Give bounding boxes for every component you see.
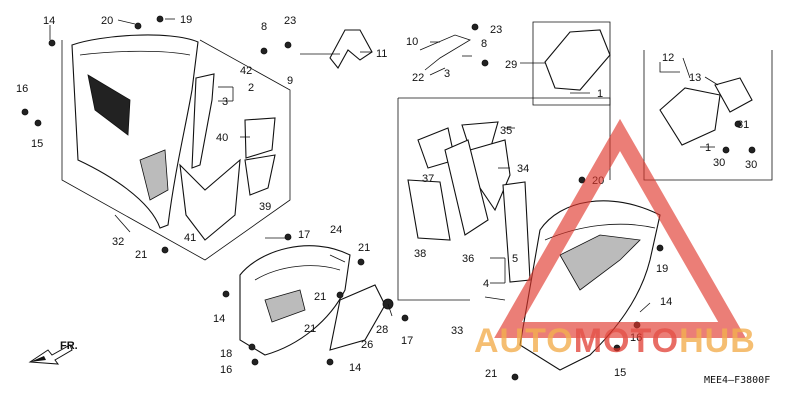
inner-fairing-left[interactable] bbox=[71, 34, 199, 229]
callout-c3a: 3 bbox=[222, 96, 228, 108]
panel-36[interactable] bbox=[444, 139, 489, 236]
callout-c8b: 8 bbox=[481, 38, 487, 50]
boundary-lines bbox=[61, 21, 773, 301]
callout-c22: 22 bbox=[412, 72, 424, 84]
callout-c2: 2 bbox=[248, 82, 254, 94]
front-direction-arrow: FR. bbox=[28, 340, 78, 365]
duct-cover-29[interactable] bbox=[544, 29, 611, 91]
callout-c8a: 8 bbox=[261, 21, 267, 33]
duct-cover-12[interactable] bbox=[659, 87, 721, 146]
callout-c21b: 21 bbox=[358, 242, 370, 254]
callout-c14a: 14 bbox=[43, 15, 55, 27]
callout-c28: 28 bbox=[376, 324, 388, 336]
panel-38[interactable] bbox=[407, 179, 451, 241]
callout-c23b: 23 bbox=[490, 24, 502, 36]
callout-c20a: 20 bbox=[101, 15, 113, 27]
panel-41[interactable] bbox=[179, 158, 241, 241]
callout-c17a: 17 bbox=[298, 229, 310, 241]
callout-c30b: 30 bbox=[745, 159, 757, 171]
callout-c1a: 1 bbox=[597, 88, 603, 100]
small-fairing-panel-3[interactable] bbox=[191, 73, 215, 169]
callout-c31: 31 bbox=[737, 119, 749, 131]
leader-lines bbox=[49, 18, 719, 317]
callout-c21e: 21 bbox=[485, 368, 497, 380]
bracket-11[interactable] bbox=[329, 29, 373, 69]
callout-c16a: 16 bbox=[16, 83, 28, 95]
callout-c21c: 21 bbox=[314, 291, 326, 303]
callout-c9: 9 bbox=[287, 75, 293, 87]
callout-c37: 37 bbox=[422, 173, 434, 185]
callout-c36: 36 bbox=[462, 253, 474, 265]
watermark-triangle bbox=[494, 118, 746, 338]
callout-c13: 13 bbox=[689, 72, 701, 84]
callout-c10: 10 bbox=[406, 36, 418, 48]
under-cowl[interactable] bbox=[239, 245, 351, 356]
callout-c1b: 1 bbox=[705, 142, 711, 154]
callout-c23a: 23 bbox=[284, 15, 296, 27]
svg-text:AUTOMOTOHUB: AUTOMOTOHUB bbox=[474, 322, 756, 360]
panel-39[interactable] bbox=[244, 154, 276, 196]
callout-c5: 5 bbox=[512, 253, 518, 265]
callout-c19b: 19 bbox=[656, 263, 668, 275]
callout-c18: 18 bbox=[220, 348, 232, 360]
callout-c29: 29 bbox=[505, 59, 517, 71]
under-cowl-rear-26[interactable] bbox=[329, 284, 386, 351]
callout-c4: 4 bbox=[483, 278, 489, 290]
callout-c26: 26 bbox=[361, 339, 373, 351]
callout-c42: 42 bbox=[240, 65, 252, 77]
panel-40[interactable] bbox=[244, 117, 276, 159]
fasteners bbox=[21, 15, 756, 381]
watermark-auto: AUTO bbox=[474, 322, 574, 360]
callout-c39: 39 bbox=[259, 201, 271, 213]
watermark-logo: AUTOMOTOHUB bbox=[474, 118, 756, 360]
callout-c14b: 14 bbox=[660, 296, 672, 308]
panel-5[interactable] bbox=[502, 181, 531, 283]
callout-c41: 41 bbox=[184, 232, 196, 244]
callout-c35: 35 bbox=[500, 125, 512, 137]
callout-c24: 24 bbox=[330, 224, 342, 236]
callout-c12: 12 bbox=[662, 52, 674, 64]
callout-c14c: 14 bbox=[213, 313, 225, 325]
callout-c3b: 3 bbox=[444, 68, 450, 80]
callout-c33: 33 bbox=[451, 325, 463, 337]
callout-c14d: 14 bbox=[349, 362, 361, 374]
callout-c16b: 16 bbox=[220, 364, 232, 376]
watermark-moto: MOTO bbox=[574, 322, 679, 360]
direction-label: FR. bbox=[60, 340, 78, 352]
bracket-10[interactable] bbox=[419, 34, 471, 71]
callout-c21a: 21 bbox=[135, 249, 147, 261]
callout-c34: 34 bbox=[517, 163, 529, 175]
callout-c21d: 21 bbox=[304, 323, 316, 335]
callout-c15a: 15 bbox=[31, 138, 43, 150]
callout-c40: 40 bbox=[216, 132, 228, 144]
callout-c19a: 19 bbox=[180, 14, 192, 26]
callout-c11: 11 bbox=[376, 48, 387, 60]
bracket-13[interactable] bbox=[714, 77, 753, 113]
callout-numbers: 14 20 19 8 23 42 2 3 9 11 16 15 40 39 32… bbox=[16, 14, 757, 380]
callout-c38: 38 bbox=[414, 248, 426, 260]
callout-c17b: 17 bbox=[401, 335, 413, 347]
callout-c15b: 15 bbox=[614, 367, 626, 379]
diagram-code: MEE4–F3800F bbox=[704, 375, 770, 386]
callout-c30a: 30 bbox=[713, 157, 725, 169]
callout-c32: 32 bbox=[112, 236, 124, 248]
watermark-hub: HUB bbox=[679, 322, 756, 360]
